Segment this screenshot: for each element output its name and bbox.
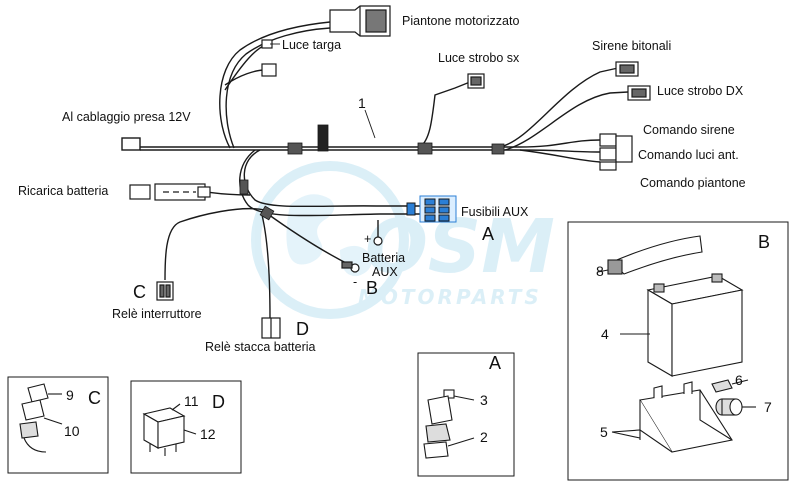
rele-stacca-connector: [261, 317, 281, 339]
battery: [620, 273, 744, 377]
label-ref-c: C: [133, 282, 146, 302]
label-minus: -: [353, 275, 357, 289]
watermark-subtext: MOTORPARTS: [358, 285, 542, 309]
label-comando-piantone: Comando piantone: [640, 176, 746, 190]
box-c-part-10: 10: [64, 423, 80, 439]
label-plus: +: [364, 232, 371, 246]
battery-tray: [611, 381, 733, 453]
fusibili-aux-block: [406, 195, 457, 223]
label-luce-strobo-sx: Luce strobo sx: [438, 51, 520, 65]
ricarica-batteria-connector: [129, 183, 211, 201]
piantone-connector: [329, 5, 391, 37]
box-c-letter: C: [88, 388, 101, 408]
label-al-cablaggio: Al cablaggio presa 12V: [62, 110, 191, 124]
label-rele-interruttore: Relè interruttore: [112, 307, 202, 321]
battery-pad: [711, 379, 749, 393]
watermark-globe: [251, 161, 409, 319]
watermark: OSM MOTORPARTS: [251, 161, 555, 319]
box-a-part-2: 2: [480, 429, 488, 445]
label-part-1: 1: [358, 95, 366, 111]
luce-strobo-sx-connector: [467, 73, 485, 89]
harness-sheaths: [239, 124, 505, 221]
label-luce-targa: Luce targa: [282, 38, 341, 52]
box-c-part-9: 9: [66, 387, 74, 403]
box-a-letter: A: [489, 353, 501, 373]
main-harness: [121, 21, 629, 319]
box-b-part-4: 4: [601, 326, 609, 342]
rubber-bushing: [715, 398, 756, 416]
label-comando-luci: Comando luci ant.: [638, 148, 739, 162]
label-ref-d: D: [296, 319, 309, 339]
box-b-part-6: 6: [735, 372, 743, 388]
box-b-part-7: 7: [764, 399, 772, 415]
cablaggio-12v-connector: [121, 137, 141, 151]
label-luce-strobo-dx: Luce strobo DX: [657, 84, 744, 98]
label-rele-stacca: Relè stacca batteria: [205, 340, 316, 354]
box-d-part-11: 11: [184, 393, 199, 409]
luce-strobo-dx-connector: [627, 85, 651, 101]
box-b-letter: B: [758, 232, 770, 252]
box-b-part-5: 5: [600, 424, 608, 440]
leader-lines: [270, 43, 376, 139]
detail-box-d: 11 12 D: [130, 380, 242, 474]
luce-targa-connectors: [261, 39, 277, 77]
label-ricarica-batteria: Ricarica batteria: [18, 184, 108, 198]
rele-interruttore-connector: [156, 281, 174, 301]
label-aux: AUX: [372, 265, 398, 279]
watermark-continents: [286, 194, 372, 277]
battery-terminals: [341, 236, 383, 273]
box-a-part-3: 3: [480, 392, 488, 408]
label-piantone-motorizzato: Piantone motorizzato: [402, 14, 519, 28]
comando-connectors: [599, 133, 633, 171]
battery-strap: [597, 235, 703, 275]
label-ref-a: A: [482, 224, 494, 244]
label-fusibili-aux: Fusibili AUX: [461, 205, 529, 219]
box-d-letter: D: [212, 392, 225, 412]
detail-box-b: B 8 4 6 7 5: [567, 221, 789, 481]
label-comando-sirene: Comando sirene: [643, 123, 735, 137]
watermark-logo: OSM: [365, 204, 555, 290]
sirene-bitonali-connector: [615, 61, 639, 77]
box-d-part-12: 12: [200, 426, 216, 442]
label-ref-b: B: [366, 278, 378, 298]
label-batteria: Batteria: [362, 251, 405, 265]
label-sirene-bitonali: Sirene bitonali: [592, 39, 671, 53]
detail-box-a: A 3 2: [417, 352, 515, 477]
box-b-part-8: 8: [596, 263, 604, 279]
detail-box-c: 9 10 C: [7, 376, 109, 474]
